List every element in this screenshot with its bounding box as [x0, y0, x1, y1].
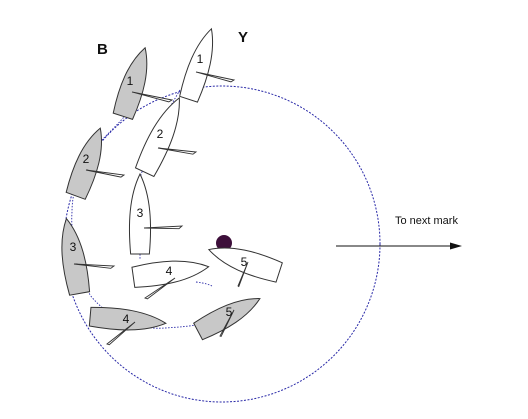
boat-y-4: 4 [131, 260, 210, 300]
boat-b-3: 3 [61, 217, 116, 296]
boat-b-2: 2 [65, 127, 126, 200]
next-mark-label: To next mark [395, 215, 458, 227]
boat-y-5-hull [207, 247, 283, 283]
boat-y-4-sail [144, 277, 176, 300]
boat-y-1-hull [179, 27, 214, 103]
boat-b-1-sail [131, 91, 174, 103]
boat-b-5-label: 5 [226, 305, 233, 319]
boat-b-5: 5 [193, 298, 261, 341]
boat-b-3-sail [73, 263, 116, 269]
boat-y-5-sail [237, 261, 249, 288]
boat-b-5-hull [193, 298, 261, 341]
boat-y-3-sail [143, 225, 184, 230]
boat-b-4-label: 4 [123, 312, 130, 326]
boat-y-3-hull [128, 172, 152, 255]
team-b-label: B [97, 41, 108, 58]
boat-y-4-label: 4 [166, 264, 173, 278]
next-mark-arrow-head [450, 242, 462, 250]
boat-y-3-label: 3 [137, 206, 144, 220]
boat-b-5-sail [219, 309, 235, 337]
boat-b-2-label: 2 [83, 152, 90, 166]
boat-y-5: 5 [207, 247, 283, 288]
boat-y-4-hull [131, 260, 210, 288]
boat-y-1: 1 [179, 27, 236, 103]
rounding-mark [216, 235, 232, 251]
boat-y-3: 3 [128, 172, 184, 255]
boat-b-4-sail [106, 321, 136, 346]
boat-b-1-hull [112, 46, 148, 120]
boat-y-2-hull [134, 96, 180, 178]
boat-b-1: 1 [112, 46, 174, 120]
boat-y-2: 2 [134, 96, 198, 178]
boat-y-1-label: 1 [197, 52, 204, 66]
boat-y-2-sail [157, 147, 198, 155]
boat-b-3-hull [61, 217, 91, 296]
boat-b-2-sail [85, 169, 126, 178]
boat-y-5-label: 5 [241, 255, 248, 269]
boat-y-1-sail [195, 71, 236, 83]
zone-circle [63, 85, 381, 403]
boat-y-2-label: 2 [157, 127, 164, 141]
boat-b-4-hull [88, 306, 167, 331]
boat-b-3-label: 3 [70, 240, 77, 254]
boat-b-4: 4 [88, 306, 167, 346]
team-y-label: Y [238, 29, 248, 46]
boat-b-1-label: 1 [127, 74, 134, 88]
boats-group: 1 2 3 4 5 1 2 3 4 5 [61, 27, 283, 346]
boat-b-2-hull [65, 127, 102, 200]
